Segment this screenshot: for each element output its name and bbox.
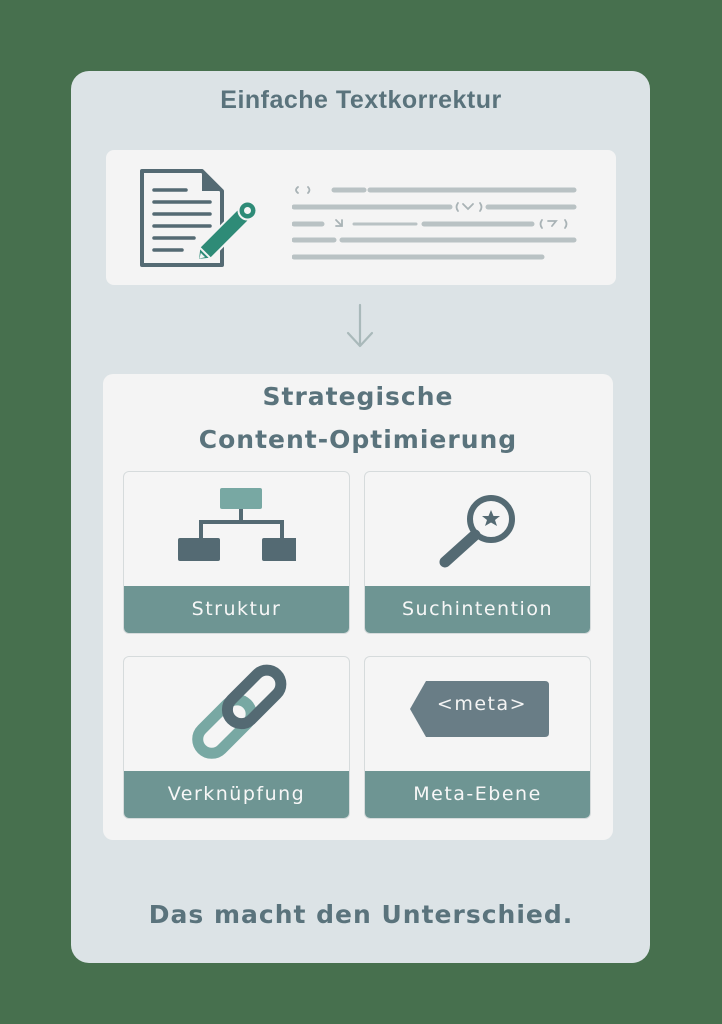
- tile-label: Verknüpfung: [124, 771, 349, 818]
- tile-label: Meta-Ebene: [365, 771, 590, 818]
- arrow-down-icon: [346, 303, 374, 348]
- strategic-title-line2: Content-Optimierung: [198, 425, 518, 454]
- text-placeholder-lines: [292, 186, 577, 260]
- footer-tagline: Das macht den Unterschied.: [148, 900, 574, 929]
- tile-struktur: Struktur: [123, 471, 350, 634]
- link-chain-icon: [192, 664, 287, 759]
- tile-label: Suchintention: [365, 586, 590, 633]
- meta-tag-text: <meta>: [436, 693, 528, 715]
- document-edit-icon: [140, 169, 256, 267]
- tile-suchintention: Suchintention: [364, 471, 591, 634]
- page-title: Einfache Textkorrektur: [220, 86, 502, 114]
- strategic-title-line1: Strategische: [262, 382, 454, 411]
- meta-tag-icon: [410, 681, 549, 737]
- search-star-icon: [439, 495, 515, 568]
- tile-meta-ebene: <meta> Meta-Ebene: [364, 656, 591, 819]
- hierarchy-icon: [178, 488, 296, 561]
- tile-verknuepfung: Verknüpfung: [123, 656, 350, 819]
- tile-label: Struktur: [124, 586, 349, 633]
